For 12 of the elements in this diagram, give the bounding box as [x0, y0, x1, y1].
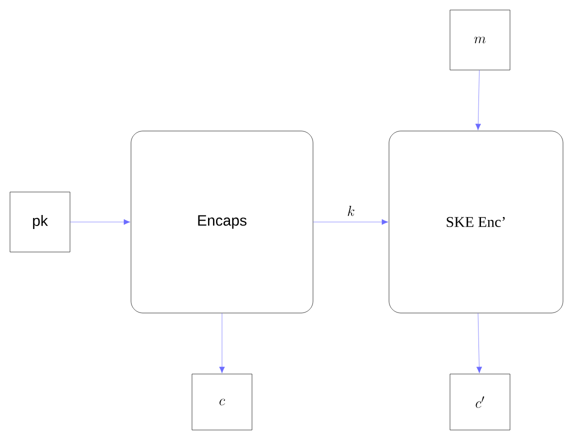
arrow	[219, 313, 225, 374]
variable-box: pk	[10, 192, 70, 252]
variable-box: $c'$	[450, 374, 510, 430]
variable-box: $m$	[450, 10, 510, 70]
edge-label: $k$	[348, 206, 354, 216]
process-box: SKE Enc’	[388, 130, 564, 314]
variable-box: $c$	[192, 374, 252, 430]
arrow	[476, 313, 482, 374]
arrow	[70, 219, 130, 225]
process-box: Encaps	[130, 130, 314, 314]
arrow	[313, 219, 388, 225]
arrow	[475, 70, 481, 130]
